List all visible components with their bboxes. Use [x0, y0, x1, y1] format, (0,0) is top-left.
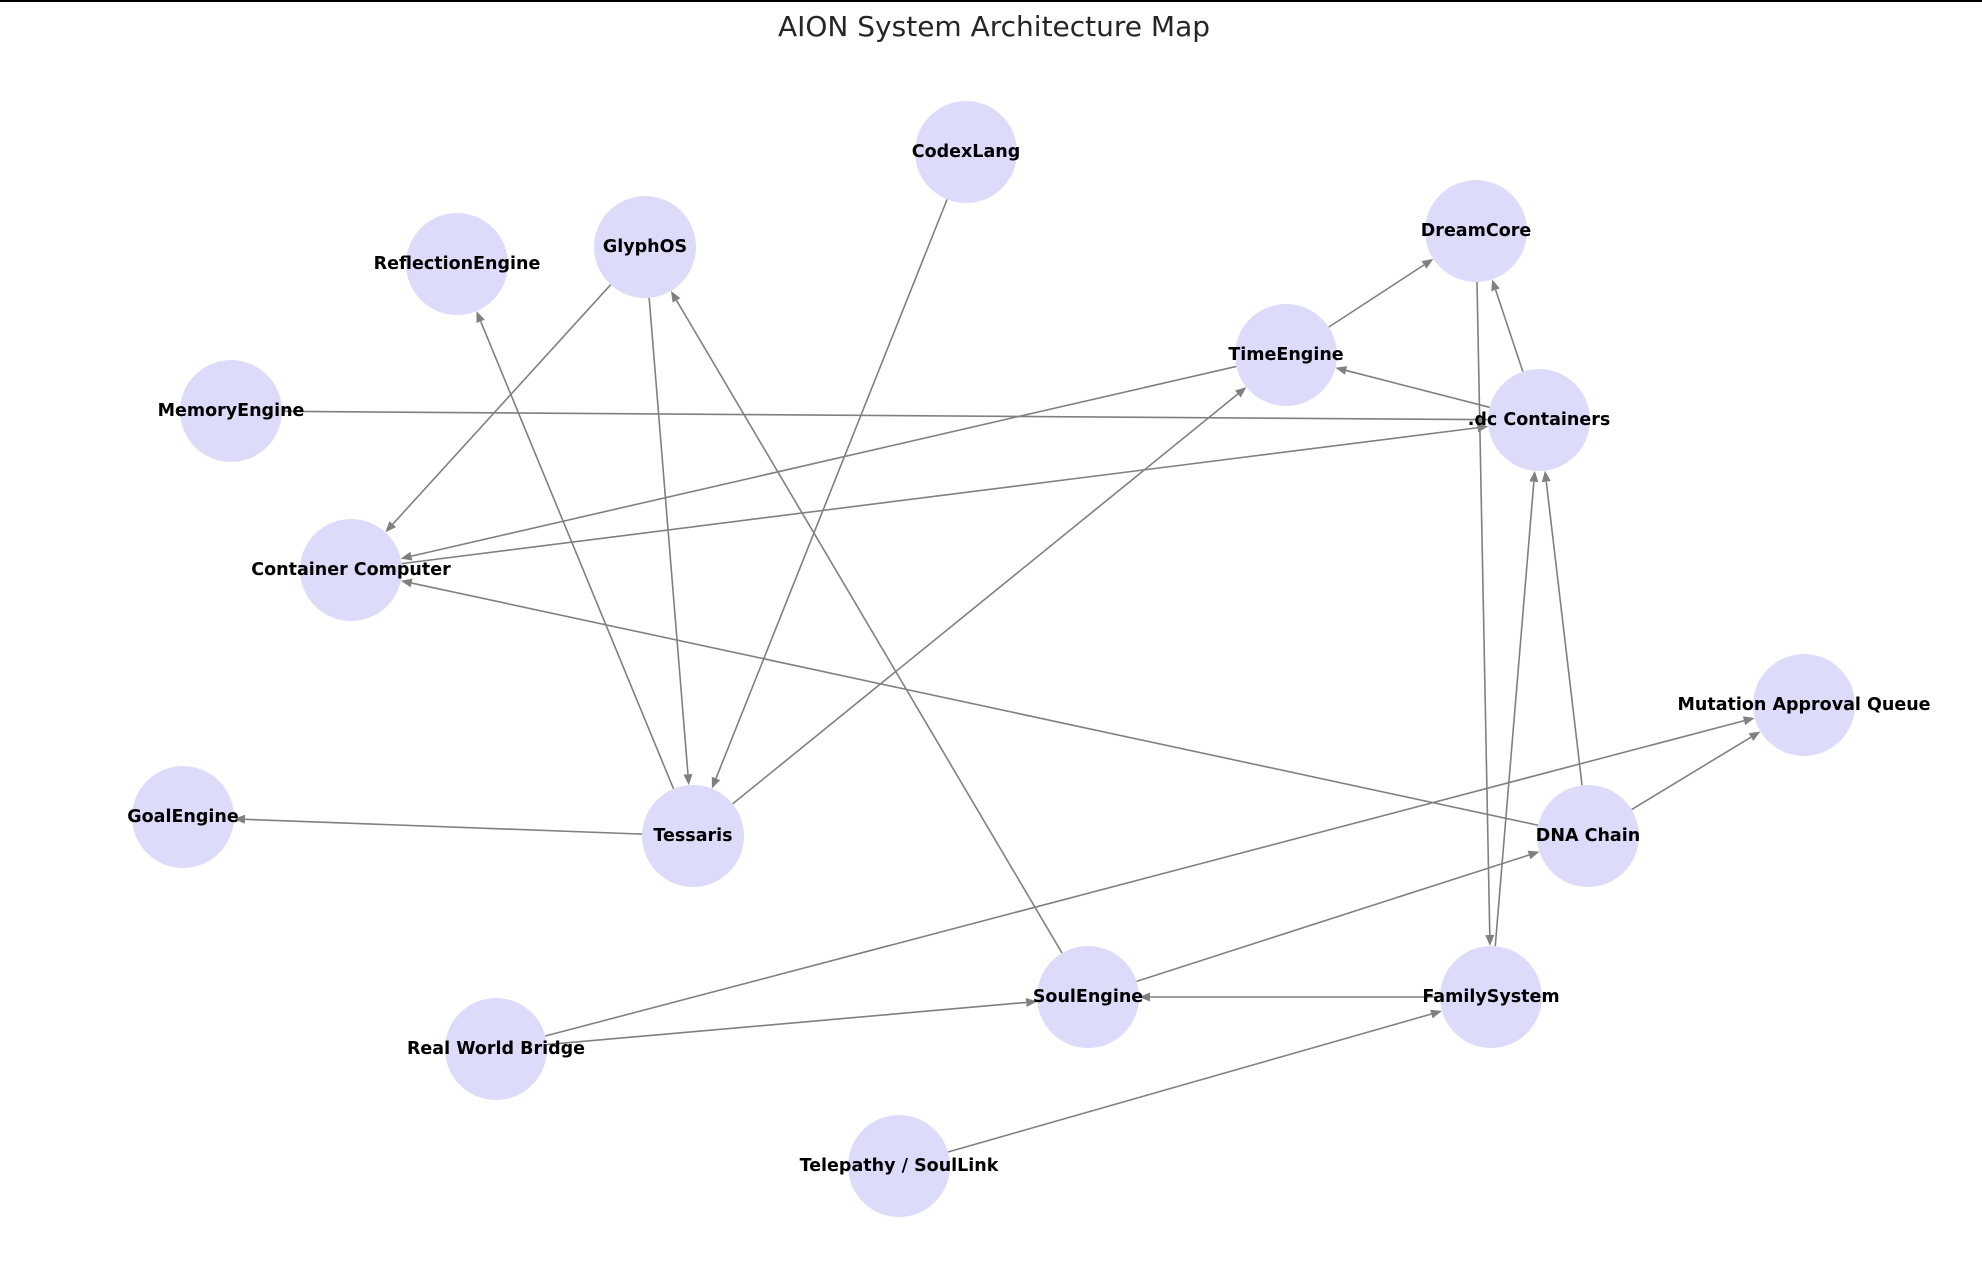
edge-family-to-dc — [1494, 481, 1535, 947]
diagram-title: AION System Architecture Map — [778, 10, 1210, 43]
arrowhead-dna-to-container — [400, 578, 413, 588]
edge-dna-to-dc — [1545, 481, 1583, 786]
node-label-timeengine: TimeEngine — [1228, 345, 1343, 365]
node-glyphos: GlyphOS — [594, 196, 696, 298]
node-circle-codexlang — [915, 101, 1017, 203]
node-label-rwb: Real World Bridge — [407, 1039, 585, 1059]
arrowhead-family-to-soul — [1139, 992, 1150, 1002]
node-label-telepathy: Telepathy / SoulLink — [800, 1156, 999, 1176]
arrowhead-tessaris-to-timeengine — [1235, 387, 1247, 398]
arrowhead-rwb-to-soul — [1025, 997, 1038, 1007]
edge-timeengine-to-container — [411, 365, 1237, 557]
node-label-dna: DNA Chain — [1536, 826, 1640, 846]
node-circle-telepathy — [848, 1115, 950, 1217]
arrowhead-timeengine-to-container — [400, 551, 413, 561]
node-circle-tessaris — [642, 785, 744, 887]
node-label-soul: SoulEngine — [1033, 987, 1143, 1007]
edge-soul-to-glyphos — [675, 299, 1063, 954]
node-circle-mutation — [1753, 654, 1855, 756]
arrowhead-timeengine-to-dreamcore — [1421, 258, 1434, 269]
node-circle-memory — [180, 360, 282, 462]
node-circle-container — [300, 519, 402, 621]
edges-layer — [233, 199, 1761, 1153]
node-label-tessaris: Tessaris — [653, 826, 732, 846]
arrowhead-soul-to-glyphos — [670, 290, 681, 303]
edge-timeengine-to-dreamcore — [1328, 264, 1425, 328]
arrowhead-tessaris-to-goal — [233, 814, 246, 824]
arrowhead-soul-to-dna — [1527, 850, 1540, 860]
node-circle-dc — [1488, 369, 1590, 471]
node-label-glyphos: GlyphOS — [603, 237, 687, 257]
node-label-mutation: Mutation Approval Queue — [1677, 695, 1930, 715]
edge-tessaris-to-timeengine — [732, 393, 1239, 805]
edge-codexlang-to-tessaris — [715, 199, 948, 779]
edge-glyphos-to-container — [392, 284, 612, 525]
arrowhead-glyphos-to-container — [385, 521, 397, 533]
node-reflection: ReflectionEngine — [374, 213, 541, 315]
arrowhead-codexlang-to-tessaris — [711, 776, 721, 789]
node-label-family: FamilySystem — [1422, 987, 1559, 1007]
arrowhead-glyphos-to-tessaris — [683, 773, 693, 786]
node-circle-goal — [132, 766, 234, 868]
node-rwb: Real World Bridge — [407, 998, 585, 1100]
edge-container-to-dc — [401, 426, 1478, 565]
arrowhead-dc-to-dreamcore — [1491, 279, 1500, 292]
edge-dna-to-mutation — [1631, 736, 1752, 811]
edge-telepathy-to-family — [947, 1013, 1432, 1153]
node-circle-dna — [1537, 785, 1639, 887]
node-circle-glyphos — [594, 196, 696, 298]
edge-tessaris-to-reflection — [479, 321, 675, 790]
edge-memory-to-dc — [281, 410, 1478, 421]
arrowhead-dna-to-mutation — [1748, 731, 1761, 741]
arrowhead-dna-to-dc — [1541, 470, 1551, 483]
edge-rwb-to-mutation — [545, 719, 1745, 1037]
node-label-memory: MemoryEngine — [158, 401, 305, 421]
node-container: Container Computer — [251, 519, 451, 621]
arrowhead-family-to-dc — [1529, 470, 1539, 483]
node-circle-timeengine — [1235, 304, 1337, 406]
node-circle-soul — [1037, 946, 1139, 1048]
node-mutation: Mutation Approval Queue — [1677, 654, 1931, 756]
edge-dna-to-container — [411, 582, 1539, 827]
arrowhead-dreamcore-to-family — [1485, 934, 1495, 947]
node-codexlang: CodexLang — [912, 101, 1021, 203]
arrowhead-telepathy-to-family — [1430, 1009, 1442, 1019]
node-label-goal: GoalEngine — [127, 807, 239, 827]
edge-soul-to-dna — [1136, 854, 1530, 983]
node-soul: SoulEngine — [1033, 946, 1143, 1048]
top-border — [0, 0, 1982, 2]
node-memory: MemoryEngine — [158, 360, 305, 462]
node-circle-dreamcore — [1425, 180, 1527, 282]
edge-tessaris-to-goal — [244, 818, 643, 835]
arrowhead-dc-to-timeengine — [1335, 366, 1348, 375]
node-goal: GoalEngine — [127, 766, 239, 868]
arrowhead-tessaris-to-reflection — [476, 311, 485, 324]
node-telepathy: Telepathy / SoulLink — [800, 1115, 999, 1217]
edge-glyphos-to-tessaris — [648, 297, 689, 775]
node-label-dc: .dc Containers — [1468, 410, 1611, 430]
node-label-dreamcore: DreamCore — [1421, 221, 1532, 241]
node-dc: .dc Containers — [1468, 369, 1611, 471]
edge-dreamcore-to-family — [1476, 281, 1491, 936]
node-timeengine: TimeEngine — [1228, 304, 1344, 406]
edge-rwb-to-soul — [546, 1001, 1027, 1046]
edge-dc-to-timeengine — [1345, 369, 1490, 409]
node-family: FamilySystem — [1422, 946, 1560, 1048]
node-label-codexlang: CodexLang — [912, 142, 1021, 162]
node-circle-family — [1440, 946, 1542, 1048]
node-dna: DNA Chain — [1536, 785, 1640, 887]
node-circle-reflection — [406, 213, 508, 315]
node-tessaris: Tessaris — [642, 785, 744, 887]
node-label-container: Container Computer — [251, 560, 451, 580]
edge-dc-to-dreamcore — [1494, 289, 1524, 372]
arrowhead-rwb-to-mutation — [1742, 716, 1755, 726]
node-label-reflection: ReflectionEngine — [374, 254, 541, 274]
node-dreamcore: DreamCore — [1421, 180, 1532, 282]
node-circle-rwb — [445, 998, 547, 1100]
